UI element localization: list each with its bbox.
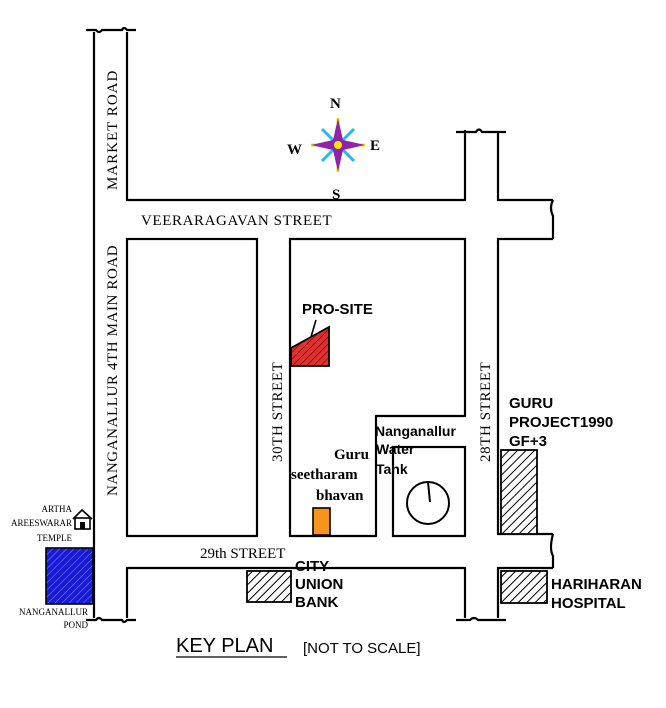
compass-w-label: W [287,142,302,158]
market-road-label: MARKET ROAD [105,70,121,190]
road-network [86,26,555,624]
temple-line-1: ARTHA [42,504,73,514]
guru-bhavan-label: Guru seetharam bhavan [291,447,369,504]
pond-line-2: POND [63,620,88,630]
guru-project-line-2: PROJECT1990 [509,414,613,431]
main-road-label: NANGANALLUR 4TH MAIN ROAD [105,245,121,496]
hariharan-hospital-label: HARIHARAN HOSPITAL [551,576,642,612]
temple-icon [72,508,93,530]
pond-label: NANGANALLUR POND [19,607,88,630]
water-tank-line-3: Tank [376,461,408,477]
city-union-bank-label: CITY UNION BANK [295,558,343,611]
nanganallur-pond [45,547,94,605]
temple-line-3: TEMPLE [37,533,73,543]
guru-project-building [500,449,538,535]
compass-s-label: S [332,187,340,203]
water-tank-label: Nanganallur Water Tank [375,423,456,477]
key-plan-title: KEY PLAN [176,635,273,657]
hariharan-hospital-building [500,570,548,604]
water-tank-symbol [406,481,450,525]
thirtieth-street-label: 30TH STREET [270,362,286,462]
pro-site-leader [310,319,317,338]
water-tank-line-1: Nanganallur [375,423,456,439]
compass-e-label: E [370,138,380,154]
city-union-bank-building [246,570,292,603]
veeraragavan-street-label: VEERARAGAVAN STREET [141,213,332,229]
bank-line-3: BANK [295,594,338,611]
pro-site-label: PRO-SITE [302,301,373,318]
pro-site-parcel [290,325,330,367]
not-to-scale-note: [NOT TO SCALE] [303,640,421,657]
pond-line-1: NANGANALLUR [19,607,88,617]
temple-line-2: AREESWARAR [11,518,72,528]
bhavan-marker [312,507,331,536]
bank-line-1: CITY [295,558,329,575]
bank-line-2: UNION [295,576,343,593]
guru-bhavan-line-2: seetharam [291,467,358,483]
guru-project-line-3: GF+3 [509,433,547,450]
compass-n-label: N [330,96,341,112]
guru-bhavan-line-3: bhavan [316,488,364,504]
guru-project-label: GURU PROJECT1990 GF+3 [509,395,613,450]
temple-label: ARTHA AREESWARAR TEMPLE [11,504,73,543]
water-tank-line-2: Water [376,441,415,457]
guru-bhavan-line-1: Guru [334,447,369,463]
hospital-line-1: HARIHARAN [551,576,642,593]
twenty-eighth-street-label: 28TH STREET [478,362,494,462]
compass-rose-icon [311,118,365,172]
hospital-line-2: HOSPITAL [551,595,626,612]
twenty-ninth-street-label: 29th STREET [200,546,285,562]
guru-project-line-1: GURU [509,395,553,412]
